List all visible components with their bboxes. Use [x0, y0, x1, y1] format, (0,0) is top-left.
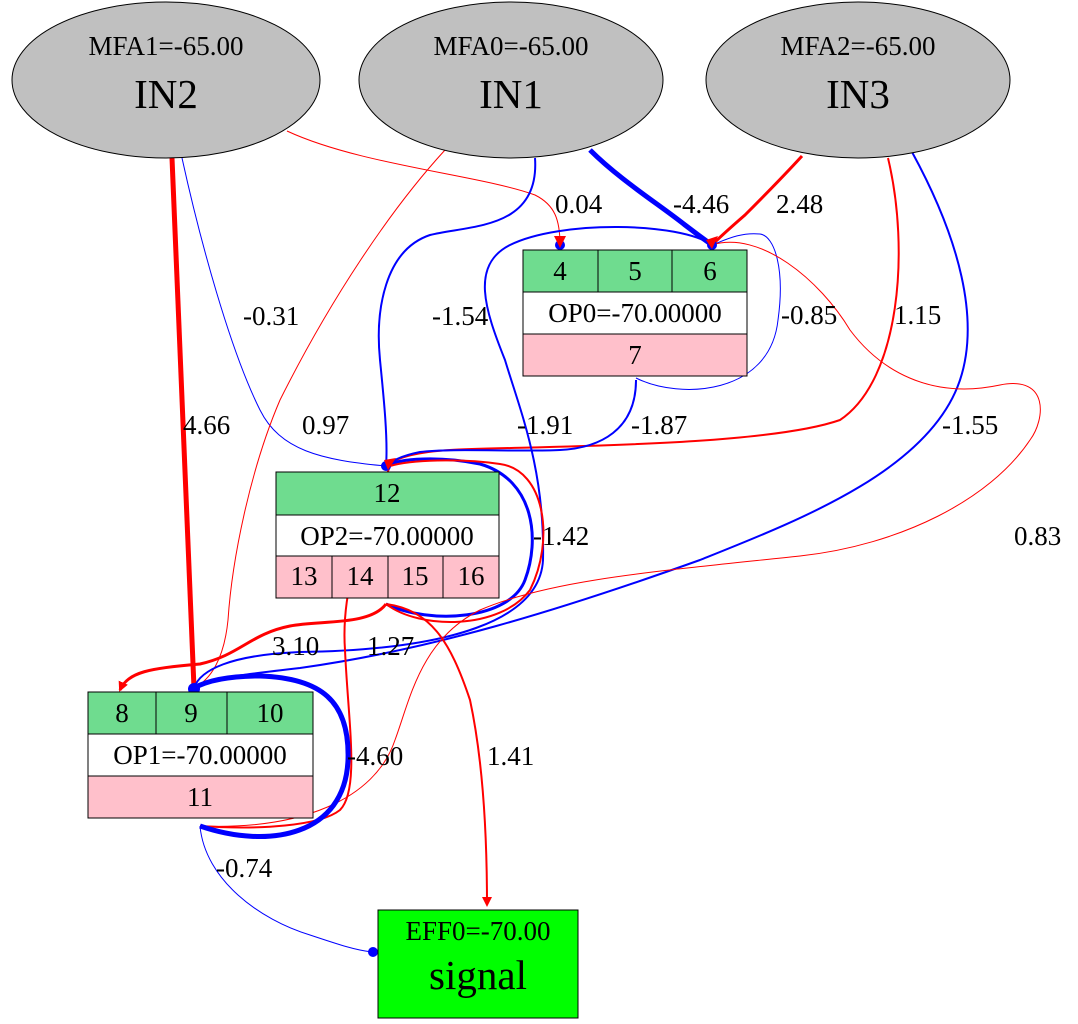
edge-4-66	[169, 157, 197, 689]
op0-port-4-cell[interactable]	[522, 249, 599, 293]
op1-port-9-cell[interactable]	[155, 691, 228, 735]
edge-0-97	[193, 149, 446, 689]
op1-port-10: 10	[257, 698, 284, 728]
edge-2-48	[710, 154, 804, 247]
edge-minus-0-31	[181, 157, 387, 467]
input-node-in2[interactable]: MFA1=-65.00 IN2	[11, 1, 321, 159]
op2-port-12-cell[interactable]	[275, 471, 500, 516]
op2-port-13-cell[interactable]	[275, 555, 333, 599]
op1-port-11-cell[interactable]	[87, 775, 314, 819]
edge-label: -1.55	[942, 410, 998, 440]
op1-port-8: 8	[115, 698, 129, 728]
edge-0-04	[286, 130, 561, 246]
edge-labels: 0.04 -4.46 2.48 -0.31 -1.54 -0.85 1.15 4…	[183, 189, 1061, 883]
op0-port-5: 5	[628, 256, 642, 286]
edge-minus-1-87	[385, 379, 637, 467]
op2-label: OP2=-70.00000	[300, 521, 473, 551]
edge-label: -1.91	[517, 410, 573, 440]
input-node-shape	[358, 1, 664, 159]
arrowhead-port-6	[706, 236, 718, 249]
edge-minus-4-46	[588, 148, 714, 248]
edge-minus-0-85	[635, 233, 781, 390]
op1-port-11: 11	[187, 782, 213, 812]
input-value-label: MFA0=-65.00	[434, 31, 589, 61]
edge-label: 3.10	[272, 631, 319, 661]
arrowhead-port-12	[384, 458, 396, 470]
op1-label: OP1=-70.00000	[113, 740, 286, 770]
op0-port-4: 4	[553, 256, 567, 286]
input-value-label: MFA2=-65.00	[781, 31, 936, 61]
edge-minus-1-91	[193, 226, 713, 689]
op1-node[interactable]: 8 9 10 OP1=-70.00000 11	[87, 691, 314, 819]
edge-label: 1.15	[894, 300, 941, 330]
edge-minus-1-54	[377, 157, 537, 467]
op0-port-7: 7	[628, 340, 642, 370]
effector-node[interactable]: EFF0=-70.00 signal	[377, 909, 579, 1019]
edges	[118, 130, 1041, 953]
edge-minus-4-60	[192, 673, 351, 839]
edge-label: -1.87	[631, 410, 687, 440]
op2-port-13: 13	[291, 561, 318, 591]
edge-label: 0.97	[302, 410, 349, 440]
op2-port-14-cell[interactable]	[331, 555, 389, 599]
input-node-in3[interactable]: MFA2=-65.00 IN3	[705, 1, 1011, 159]
arrowhead-port-4	[554, 236, 566, 248]
op2-port-16-cell[interactable]	[442, 555, 500, 599]
op2-label-cell	[275, 514, 500, 557]
op2-node[interactable]: 12 OP2=-70.00000 13 14 15 16	[275, 471, 500, 599]
op1-port-10-cell[interactable]	[226, 691, 314, 735]
edge-label: -0.85	[781, 300, 837, 330]
edge-label: -4.60	[347, 741, 403, 771]
input-node-shape	[705, 1, 1011, 159]
edge-minus-0-74	[199, 825, 373, 953]
edge-0-83	[199, 241, 1041, 827]
op2-port-14: 14	[347, 561, 375, 591]
op0-port-7-cell[interactable]	[522, 333, 748, 377]
edge-label: 4.66	[183, 410, 230, 440]
op0-port-6-cell[interactable]	[671, 249, 748, 293]
edge-label: 1.41	[487, 741, 534, 771]
edge-label: -0.31	[243, 301, 299, 331]
op0-label-cell	[522, 291, 748, 335]
edge-endpoints	[188, 236, 718, 957]
effector-name: signal	[429, 952, 527, 998]
op2-port-15-cell[interactable]	[387, 555, 444, 599]
op2-port-12: 12	[374, 478, 401, 508]
op2-port-16: 16	[458, 561, 485, 591]
op1-port-9: 9	[184, 698, 198, 728]
effector-value-label: EFF0=-70.00	[406, 916, 551, 946]
input-name: IN2	[134, 71, 198, 117]
op0-port-6: 6	[703, 256, 717, 286]
edge-label: 2.48	[776, 189, 823, 219]
input-node-shape	[11, 1, 321, 159]
edge-minus-1-55	[193, 151, 969, 689]
op0-label: OP0=-70.00000	[548, 298, 721, 328]
edge-label: -1.42	[533, 521, 589, 551]
op0-node[interactable]: 4 5 6 OP0=-70.00000 7	[522, 249, 748, 377]
op2-port-15: 15	[402, 561, 429, 591]
endpoint-effector	[368, 947, 378, 957]
op1-port-8-cell[interactable]	[87, 691, 157, 735]
edge-label: -4.46	[673, 189, 729, 219]
edge-label: -1.54	[432, 301, 489, 331]
input-value-label: MFA1=-65.00	[89, 31, 244, 61]
edge-minus-1-42	[385, 457, 534, 618]
edge-label: 0.04	[555, 189, 603, 219]
edge-label: 0.83	[1014, 521, 1061, 551]
edge-label: -0.74	[216, 853, 273, 883]
input-name: IN3	[826, 71, 890, 117]
input-node-in1[interactable]: MFA0=-65.00 IN1	[358, 1, 664, 159]
edge-label: 1.27	[367, 631, 414, 661]
effector-shape	[377, 909, 579, 1019]
edge-1-41	[385, 603, 492, 907]
input-name: IN1	[479, 71, 543, 117]
